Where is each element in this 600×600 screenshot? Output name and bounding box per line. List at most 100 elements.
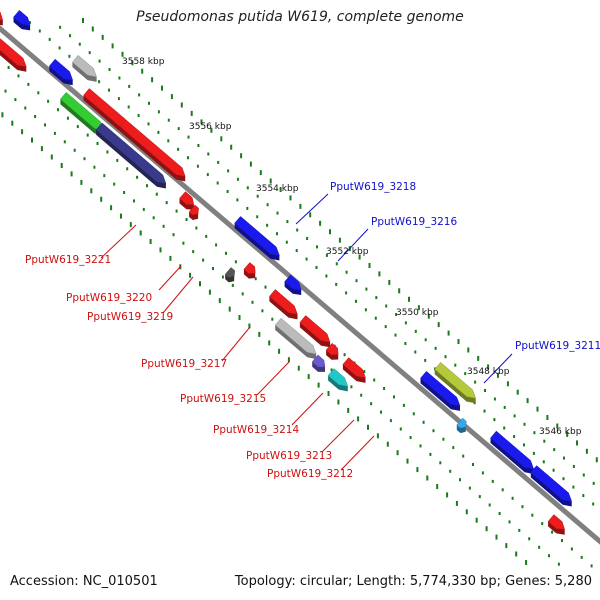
- tick-mark: [258, 331, 261, 337]
- gene-arrow-red-1-body: [0, 38, 27, 68]
- tick-mark: [4, 89, 7, 93]
- gene-arrow-red-3214[interactable]: [299, 315, 331, 348]
- leader-line: [158, 265, 182, 291]
- gene-box-gray-3214[interactable]: [274, 317, 317, 360]
- gene-label-3215[interactable]: PputW619_3215: [180, 393, 266, 405]
- leader-line: [221, 326, 251, 362]
- gene-arrow-blue-2[interactable]: [48, 58, 74, 86]
- tick-mark: [592, 481, 595, 485]
- gene-arrow-blue-3-shade: [490, 438, 534, 474]
- gene-arrow-blue-3216[interactable]: [284, 274, 302, 295]
- gene-arrow-red-small-2-body: [243, 262, 256, 274]
- gene-arrow-red-small-2[interactable]: [243, 262, 256, 279]
- gene-box-purple-3213[interactable]: [311, 354, 326, 372]
- gene-label-3214[interactable]: PputW619_3214: [213, 424, 299, 436]
- gene-arrow-blue-2-body: [48, 58, 74, 81]
- gene-arrow-red-small-3[interactable]: [325, 342, 339, 360]
- gene-arrow-red-small-2-shade: [243, 269, 256, 279]
- gene-arrow-left-red-body: [0, 11, 4, 21]
- gene-label-3216[interactable]: PputW619_3216: [371, 216, 457, 228]
- tick-mark: [454, 363, 457, 367]
- tick-mark: [305, 257, 308, 261]
- gene-arrow-blue-4[interactable]: [530, 465, 573, 507]
- gene-label-3218[interactable]: PputW619_3218: [330, 181, 416, 193]
- gene-box-cyan-3212[interactable]: [327, 368, 349, 392]
- tick-mark: [432, 429, 435, 433]
- tick-mark: [497, 372, 499, 378]
- tick-mark: [131, 60, 134, 66]
- tick-mark: [167, 139, 170, 143]
- gene-label-3217[interactable]: PputW619_3217: [141, 358, 227, 370]
- leader-line: [256, 361, 290, 396]
- gene-label-3221[interactable]: PputW619_3221: [25, 254, 111, 266]
- tick-mark: [264, 285, 267, 289]
- gene-box-gray-1[interactable]: [72, 54, 97, 82]
- tick-mark: [269, 178, 272, 184]
- tick-mark: [165, 201, 168, 205]
- gene-arrow-red-3212[interactable]: [342, 357, 366, 383]
- gene-box-navy-3220[interactable]: [95, 122, 167, 189]
- leader-line: [340, 435, 375, 471]
- gene-arrow-left-red[interactable]: [0, 5, 4, 26]
- tick-mark: [483, 409, 486, 413]
- tick-mark: [325, 274, 328, 278]
- gene-arrow-red-small-1[interactable]: [179, 191, 195, 210]
- tick-mark: [538, 545, 541, 549]
- gene-arrow-red-tiny[interactable]: [188, 204, 199, 220]
- tick-mark: [207, 152, 210, 156]
- tick-mark: [464, 372, 467, 376]
- gene-box-gray-3214-body: [274, 317, 317, 355]
- gene-arrow-blue-3211[interactable]: [420, 370, 461, 411]
- gene-box-darkgray-3217[interactable]: [224, 267, 235, 283]
- tick-mark: [493, 418, 496, 422]
- tick-mark: [182, 241, 185, 245]
- tick-mark: [295, 249, 298, 253]
- gene-arrow-blue-3218[interactable]: [234, 216, 280, 261]
- gene-arrow-red-bottom[interactable]: [547, 514, 566, 535]
- tick-mark: [141, 68, 144, 74]
- tick-mark: [220, 136, 223, 142]
- tick-mark: [424, 338, 427, 342]
- gene-arrow-red-3219[interactable]: [119, 119, 186, 182]
- tick-mark: [210, 127, 213, 133]
- tick-mark: [240, 153, 243, 159]
- gene-box-olive-3211[interactable]: [434, 362, 477, 404]
- gene-label-3212[interactable]: PputW619_3212: [267, 468, 353, 480]
- gene-arrow-blue-small[interactable]: [13, 9, 31, 31]
- kbp-label-3548: 3548 kbp: [467, 367, 510, 377]
- tick-mark: [468, 486, 471, 490]
- gene-arrow-blue-3216-body: [284, 274, 302, 291]
- tick-mark: [487, 364, 490, 370]
- tick-mark: [436, 484, 439, 489]
- tick-mark: [329, 229, 331, 235]
- gene-label-3213[interactable]: PputW619_3213: [246, 450, 332, 462]
- tick-mark: [513, 414, 516, 418]
- gene-arrow-red-3214-body: [299, 315, 331, 343]
- leader-line: [291, 392, 324, 426]
- gene-tri-skyblue-body: [456, 417, 467, 429]
- gene-arrow-blue-3211-shade: [420, 378, 460, 411]
- gene-label-3219[interactable]: PputW619_3219: [87, 311, 173, 323]
- gene-arrow-red-1[interactable]: [0, 38, 27, 72]
- tick-mark: [338, 237, 341, 243]
- tick-mark: [205, 234, 208, 238]
- tick-mark: [161, 85, 163, 91]
- gene-box-cyan-3212-shade: [328, 375, 348, 392]
- gene-box-cyan-3212-body: [327, 368, 349, 387]
- gene-label-3211[interactable]: PputW619_3211: [515, 340, 600, 352]
- tick-mark: [68, 54, 71, 58]
- tick-mark: [384, 325, 387, 329]
- tick-mark: [478, 495, 481, 499]
- gene-box-red-3215[interactable]: [269, 289, 298, 320]
- tick-mark: [162, 224, 165, 228]
- tick-mark: [393, 395, 395, 399]
- tick-mark: [259, 170, 262, 176]
- gene-arrow-blue-3[interactable]: [490, 430, 535, 474]
- tick-marks: [1, 18, 598, 568]
- tick-mark: [53, 131, 56, 135]
- tick-mark: [350, 385, 353, 389]
- tick-mark: [590, 564, 593, 568]
- gene-label-3220[interactable]: PputW619_3220: [66, 292, 152, 304]
- gene-tri-skyblue[interactable]: [456, 417, 467, 434]
- tick-mark: [481, 471, 484, 475]
